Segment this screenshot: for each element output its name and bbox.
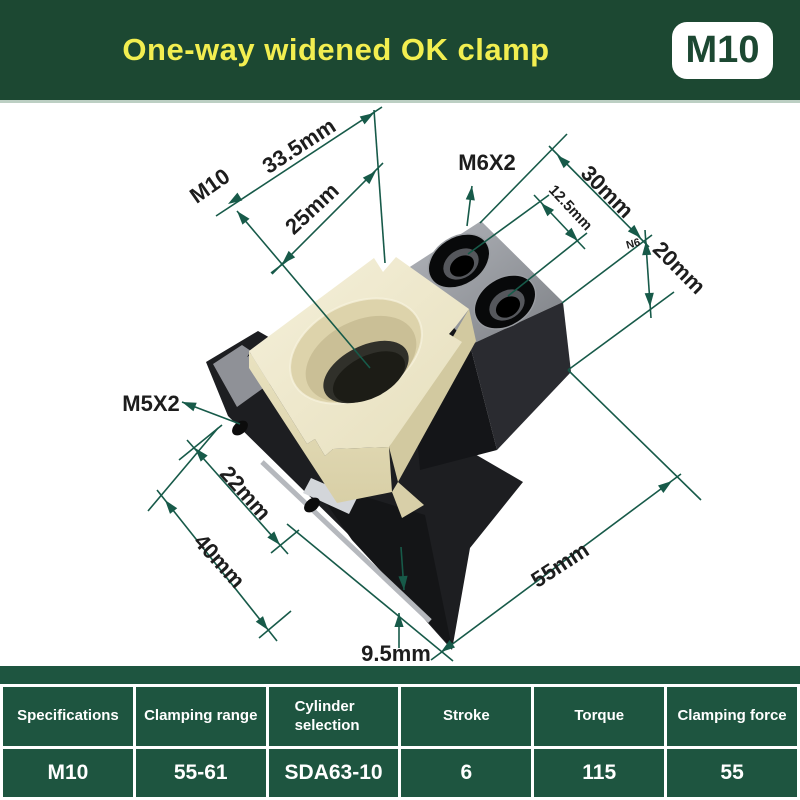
clamp-product-image bbox=[206, 221, 571, 650]
dim-label-40mm: 40mm bbox=[189, 529, 250, 593]
clamp-block-bottom-sliver bbox=[392, 482, 424, 518]
dim-label-20mm: 20mm bbox=[648, 236, 711, 299]
dimension-arrowheads bbox=[165, 113, 672, 652]
value-cylinder-selection: SDA63-10 bbox=[265, 746, 402, 800]
col-header-torque: Torque bbox=[531, 684, 668, 749]
surface-finish-label-n6: N6 bbox=[625, 236, 642, 251]
size-badge: M10 bbox=[672, 22, 773, 79]
dim-label-m10: M10 bbox=[185, 163, 234, 208]
spec-table-header-row: Specifications Clamping range Cylinder s… bbox=[0, 684, 800, 749]
page-title: One-way widened OK clamp bbox=[122, 32, 550, 67]
m6-hole bbox=[427, 233, 491, 289]
dim-label-9-5mm: 9.5mm bbox=[361, 641, 431, 666]
spec-table: Specifications Clamping range Cylinder s… bbox=[0, 684, 800, 800]
col-header-clamping-force: Clamping force bbox=[664, 684, 800, 749]
dimension-lines bbox=[147, 106, 702, 662]
dim-label-33-5mm: 33.5mm bbox=[258, 113, 340, 179]
metal-block-right-face bbox=[470, 302, 571, 450]
value-clamping-range: 55-61 bbox=[132, 746, 269, 800]
dim-label-m5x2: M5X2 bbox=[122, 391, 179, 416]
clamp-block-front-face bbox=[249, 351, 392, 503]
col-header-specifications: Specifications bbox=[0, 684, 136, 749]
spec-table-section: Specifications Clamping range Cylinder s… bbox=[0, 666, 800, 800]
dim-label-m6x2: M6X2 bbox=[458, 150, 515, 175]
m5-side-hole bbox=[304, 497, 320, 513]
oval-hole bbox=[289, 297, 423, 405]
base-end-face bbox=[303, 478, 357, 514]
header-banner: One-way widened OK clamp M10 bbox=[0, 0, 800, 103]
value-torque: 115 bbox=[531, 746, 668, 800]
value-stroke: 6 bbox=[398, 746, 535, 800]
spec-table-value-row: M10 55-61 SDA63-10 6 115 55 bbox=[0, 746, 800, 800]
m6-hole bbox=[473, 274, 537, 330]
col-header-cylinder-selection: Cylinder selection bbox=[265, 684, 402, 749]
value-clamping-force: 55 bbox=[664, 746, 800, 800]
m5-side-hole bbox=[232, 420, 248, 436]
base-edge-highlight bbox=[260, 460, 432, 623]
col-header-stroke: Stroke bbox=[398, 684, 535, 749]
dim-label-55mm: 55mm bbox=[526, 537, 593, 593]
value-specifications: M10 bbox=[0, 746, 136, 800]
dim-label-22mm: 22mm bbox=[215, 461, 276, 525]
dim-label-25mm: 25mm bbox=[280, 178, 344, 240]
col-header-clamping-range: Clamping range bbox=[132, 684, 269, 749]
